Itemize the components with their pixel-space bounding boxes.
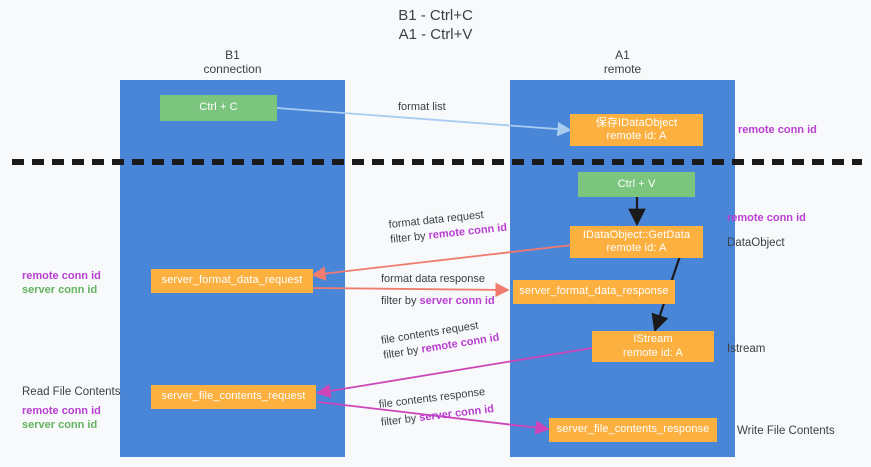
edge-label-format-list: format list <box>398 100 446 115</box>
annotation-right-data-object: DataObject <box>727 237 785 249</box>
annotation-right-istream: Istream <box>727 343 766 355</box>
node-server-file-contents-response-label: server_file_contents_response <box>556 423 710 436</box>
edge-label-format-data-response-filter: filter by server conn id <box>381 294 495 309</box>
node-ctrl-v[interactable]: Ctrl + V <box>578 172 695 197</box>
edge-label-format-data-request: format data request filter by remote con… <box>388 206 508 248</box>
node-ctrl-v-label: Ctrl + V <box>617 177 656 190</box>
annotation-left-server-conn-id-1: server conn id <box>22 284 98 296</box>
node-server-format-data-request[interactable]: server_format_data_request <box>151 269 313 293</box>
node-server-format-data-response[interactable]: server_format_data_response <box>513 280 675 304</box>
annotation-left-remote-conn-id-2: remote conn id <box>22 405 101 417</box>
filter-prefix: filter by <box>389 229 430 246</box>
annotation-right-write-file-contents: Write File Contents <box>737 425 835 437</box>
node-store-idataobject[interactable]: 保存IDataObject remote id: A <box>570 114 703 146</box>
node-ctrl-c-label: Ctrl + C <box>199 101 238 114</box>
edge-label-file-contents-response: file contents response filter by server … <box>378 384 495 431</box>
node-istream[interactable]: IStream remote id: A <box>592 331 714 362</box>
annotation-left-server-conn-id-2: server conn id <box>22 419 98 431</box>
annotation-left-remote-conn-id-1: remote conn id <box>22 270 101 282</box>
node-istream-line2: remote id: A <box>623 346 683 359</box>
column-header-b1-role: connection <box>203 62 262 76</box>
node-store-idataobject-line1: 保存IDataObject <box>595 116 678 129</box>
node-idataobject-getdata-line2: remote id: A <box>606 242 667 254</box>
edge-label-file-contents-request: file contents request filter by remote c… <box>380 316 501 364</box>
title-line-2: A1 - Ctrl+V <box>398 26 473 43</box>
node-ctrl-c[interactable]: Ctrl + C <box>160 95 277 121</box>
column-header-b1-name: B1 <box>225 48 240 62</box>
edge-label-format-list-text: format list <box>398 101 446 113</box>
page-title: B1 - Ctrl+C A1 - Ctrl+V <box>0 6 871 44</box>
node-istream-line1: IStream <box>633 333 673 345</box>
node-server-file-contents-response[interactable]: server_file_contents_response <box>549 418 717 442</box>
node-store-idataobject-line2: remote id: A <box>606 130 667 142</box>
annotation-right-remote-conn-id-top: remote conn id <box>738 124 817 136</box>
title-line-1: B1 - Ctrl+C <box>398 7 473 24</box>
annotation-left-read-file-contents: Read File Contents <box>22 386 121 398</box>
annotation-right-remote-conn-id-mid: remote conn id <box>727 212 806 224</box>
column-header-a1-role: remote <box>603 62 642 76</box>
node-idataobject-getdata[interactable]: IDataObject::GetData remote id: A <box>570 226 703 258</box>
node-server-file-contents-request[interactable]: server_file_contents_request <box>151 385 316 409</box>
edge-label-format-data-response-text: format data response <box>381 273 485 285</box>
filter-key-server-conn-id: server conn id <box>419 295 495 307</box>
node-server-file-contents-request-label: server_file_contents_request <box>161 390 306 403</box>
node-server-format-data-request-label: server_format_data_request <box>161 274 303 287</box>
column-header-a1-name: A1 <box>615 48 630 62</box>
edge-label-format-data-response: format data response filter by server co… <box>381 272 495 309</box>
node-server-format-data-response-label: server_format_data_response <box>519 285 669 298</box>
node-idataobject-getdata-line1: IDataObject::GetData <box>582 228 691 241</box>
column-header-a1: A1 remote <box>510 48 735 76</box>
filter-prefix: filter by <box>380 412 421 429</box>
filter-prefix: filter by <box>381 295 420 307</box>
column-header-b1: B1 connection <box>120 48 345 76</box>
